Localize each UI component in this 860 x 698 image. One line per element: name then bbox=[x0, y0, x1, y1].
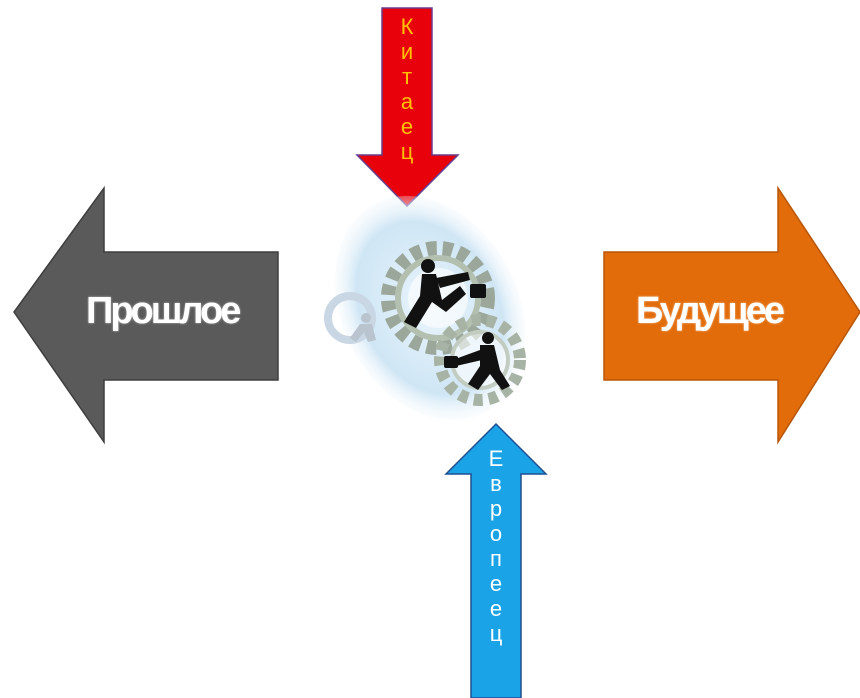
top-letter: е bbox=[400, 114, 414, 139]
bottom-letter: р bbox=[489, 496, 503, 521]
top-arrow-text: К и т а е ц bbox=[392, 14, 422, 164]
top-letter: К bbox=[400, 14, 414, 39]
businessman-2 bbox=[444, 332, 510, 390]
top-letter: т bbox=[401, 64, 413, 89]
bottom-letter: е bbox=[489, 596, 503, 621]
small-gear bbox=[324, 292, 376, 344]
businessmen-on-gears-icon bbox=[324, 195, 526, 421]
right-arrow-shape bbox=[603, 185, 860, 445]
top-letter: и bbox=[400, 39, 414, 64]
bottom-letter: ц bbox=[489, 621, 503, 646]
top-arrow-shape bbox=[355, 7, 460, 208]
bottom-letter: Е bbox=[488, 446, 504, 471]
top-letter: ц bbox=[400, 139, 414, 164]
future-label: Будущее bbox=[636, 290, 785, 332]
bottom-letter: е bbox=[489, 571, 503, 596]
bottom-arrow-text: Е в р о п е е ц bbox=[481, 446, 511, 646]
small-runner bbox=[350, 313, 376, 342]
bottom-arrow-shape bbox=[444, 422, 548, 698]
bottom-letter: о bbox=[489, 521, 503, 546]
past-label: Прошлое bbox=[86, 290, 241, 332]
businessman-1 bbox=[404, 259, 486, 328]
bottom-letter: в bbox=[490, 471, 502, 496]
bottom-letter: п bbox=[490, 546, 502, 571]
top-letter: а bbox=[400, 89, 414, 114]
left-arrow-shape bbox=[13, 185, 279, 445]
